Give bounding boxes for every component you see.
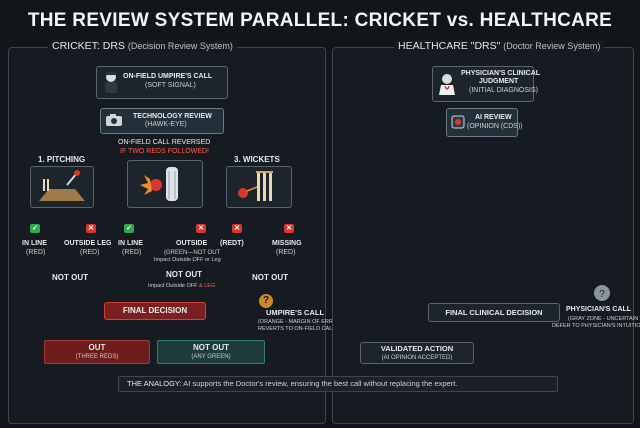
outside-label: OUTSIDE (176, 240, 208, 247)
cricket-pitch-icon (39, 170, 85, 201)
healthcare-panel-title-sub: (Doctor Review System) (503, 41, 601, 51)
healthcare-panel-title-main: HEALTHCARE "DRS" (398, 40, 501, 52)
in-line-2-sub: (RED) (122, 249, 142, 256)
physician-label-3: (INITIAL DIAGNOSIS) (469, 87, 538, 94)
not-out-3: NOT OUT (252, 273, 288, 282)
outside-leg-sub: (RED) (80, 249, 100, 256)
umpire-icon (105, 72, 117, 93)
umpire-call-sub: (SOFT SIGNAL) (145, 82, 196, 89)
stumps-icon (238, 171, 273, 201)
out-box: OUT (THREE REDS) (44, 340, 150, 364)
physician-judgment-box: PHYSICIAN'S CLINICAL JUDGMENT (INITIAL D… (432, 66, 540, 102)
check-icon: ✓ (124, 224, 134, 233)
physicians-call-sub-2: DEFER TO PHYSICIAN'S INTUITION (552, 323, 640, 329)
in-line-2: IN LINE (118, 240, 143, 247)
physicians-call-sub-1: (GRAY ZONE - UNCERTAIN (568, 316, 639, 322)
not-out-2-sub-b: & LEG (199, 283, 216, 289)
not-out-2-sub: Impact Outside OFF & LEG (148, 282, 215, 291)
ai-chip-icon (451, 115, 465, 129)
cross-icon: ✕ (284, 224, 294, 233)
out-sub: (THREE REDS) (75, 353, 119, 360)
validated-action-sub: (AI OPINION ACCEPTED) (381, 354, 453, 361)
pitching-box (30, 166, 94, 208)
outside-leg: OUTSIDE LEG (64, 240, 112, 247)
not-out-2-sub-a: Impact Outside OFF (148, 283, 200, 289)
ball-impact-icon (140, 167, 178, 201)
analogy-bar: THE ANALOGY: AI supports the Doctor's re… (118, 376, 558, 392)
thinking-head-icon: ? (594, 285, 610, 301)
not-out-final-sub: (ANY GREEN) (191, 353, 231, 360)
umpire-call-label: ON-FIELD UMPIRE'S CALL (123, 73, 213, 80)
redt-label: (REDT) (220, 240, 244, 247)
cricket-panel-title-sub: (Decision Review System) (127, 41, 233, 51)
missing-label: MISSING (272, 240, 302, 247)
outside-sub-2: Impact Outside OFF or Leg (154, 257, 221, 263)
not-out-1: NOT OUT (52, 273, 88, 282)
cross-icon: ✕ (196, 224, 206, 233)
out-label: OUT (88, 343, 106, 352)
doctor-icon (439, 74, 455, 95)
not-out-2: NOT OUT (166, 270, 202, 279)
physician-label-1: PHYSICIAN'S CLINICAL (461, 70, 541, 77)
validated-action-box: VALIDATED ACTION (AI OPINION ACCEPTED) (360, 342, 474, 364)
final-decision-label: FINAL DECISION (122, 306, 188, 315)
in-line-1-sub: (RED) (26, 249, 46, 256)
ai-review-box: AI REVIEW (OPINION (CDS)) (446, 108, 523, 137)
check-icon: ✓ (30, 224, 40, 233)
camera-icon (106, 114, 122, 126)
two-reds-label: IF TWO REDS FOLLOWED! (120, 148, 209, 155)
analogy-text: AI supports the Doctor's review, ensurin… (181, 379, 458, 388)
not-out-final-box: NOT OUT (ANY GREEN) (157, 340, 265, 364)
cross-icon: ✕ (232, 224, 242, 233)
in-line-1: IN LINE (22, 240, 47, 247)
page-title: THE REVIEW SYSTEM PARALLEL: CRICKET vs. … (27, 10, 613, 31)
final-clinical-decision-box: FINAL CLINICAL DECISION (428, 303, 560, 322)
physician-label-2: JUDGMENT (479, 78, 519, 85)
umpires-call-sub-1: (ORANGE - MARGIN OF ERROR (258, 319, 342, 325)
healthcare-panel (332, 47, 634, 424)
analogy-lead: THE ANALOGY: (127, 379, 182, 388)
umpires-call-label: UMPIRE'S CALL (266, 308, 325, 317)
healthcare-panel-title: HEALTHCARE "DRS" (Doctor Review System) (394, 40, 605, 52)
wickets-box (226, 166, 292, 208)
cricket-panel (8, 47, 326, 424)
cricket-panel-title: CRICKET: DRS (Decision Review System) (48, 40, 237, 52)
missing-sub: (RED) (276, 249, 296, 256)
pitching-label: 1. PITCHING (38, 155, 86, 164)
final-decision-box: FINAL DECISION (104, 302, 206, 320)
ai-review-sub: (OPINION (CDS)) (467, 123, 523, 130)
ai-review-label: AI REVIEW (475, 114, 512, 121)
onfield-umpire-call-box: ON-FIELD UMPIRE'S CALL (SOFT SIGNAL) (96, 66, 228, 99)
technology-review-box: TECHNOLOGY REVIEW (HAWK-EYE) (100, 108, 224, 134)
tech-review-label: TECHNOLOGY REVIEW (133, 113, 212, 120)
physicians-call-label: PHYSICIAN'S CALL (566, 306, 632, 313)
not-out-final-label: NOT OUT (193, 343, 229, 352)
tech-review-sub: (HAWK-EYE) (145, 121, 187, 128)
svg-text:?: ? (599, 289, 605, 300)
wickets-label: 3. WICKETS (234, 155, 280, 164)
validated-action-label: VALIDATED ACTION (380, 344, 454, 353)
impact-box (127, 160, 203, 208)
cricket-panel-title-main: CRICKET: DRS (52, 40, 125, 52)
umpires-call-sub-2: REVERTS TO ON-FIELD CALL (258, 326, 336, 332)
final-clinical-label: FINAL CLINICAL DECISION (445, 308, 543, 317)
question-icon: ? (259, 294, 273, 308)
call-reversed-label: ON-FIELD CALL REVERSED (118, 139, 211, 146)
cross-icon: ✕ (86, 224, 96, 233)
outside-sub-1: (GREEN—NOT OUT (164, 250, 221, 256)
